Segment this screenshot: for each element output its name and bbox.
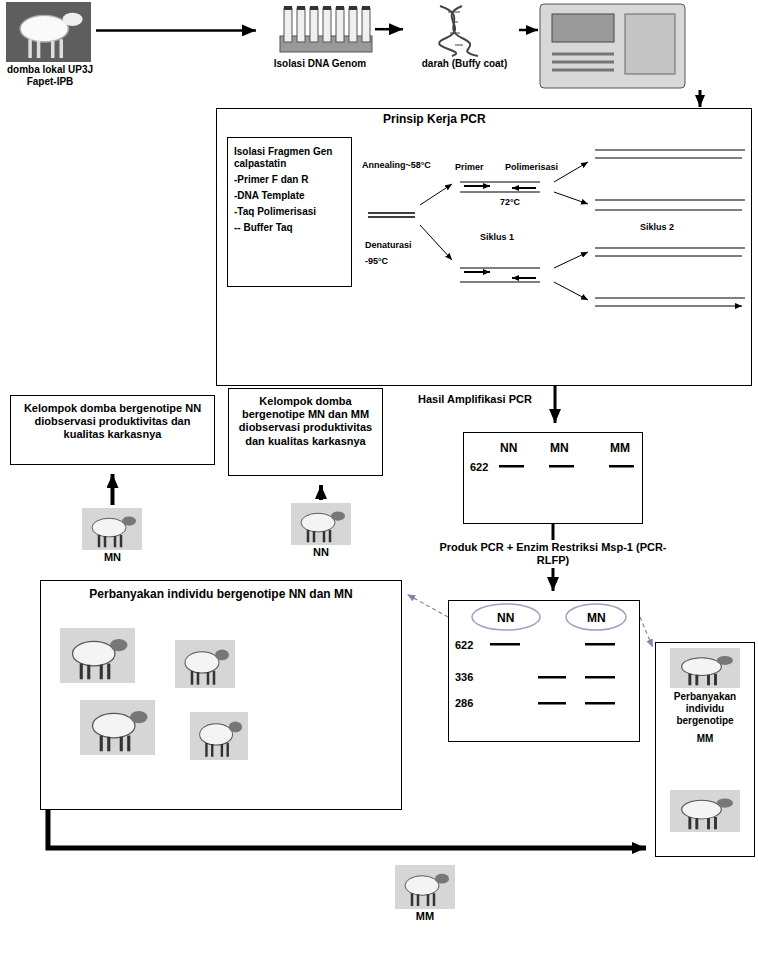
box-text: Kelompok domba bergenotipe MN dan MM dio… bbox=[237, 395, 374, 448]
diagram-label: Denaturasi bbox=[365, 240, 412, 251]
gel-bands bbox=[490, 465, 634, 705]
image-caption: domba lokal UP3J Fapet-IPB bbox=[4, 64, 96, 88]
box-text: MN bbox=[587, 611, 606, 625]
box-text: MM bbox=[610, 441, 630, 455]
dna-helix bbox=[439, 6, 478, 56]
pcr-cycle-drawing bbox=[368, 150, 745, 306]
box-text: Prinsip Kerja PCR bbox=[383, 112, 747, 126]
diagram-label: 72°C bbox=[500, 197, 520, 208]
flow-arrow bbox=[554, 386, 557, 423]
diagram-label: Siklus 1 bbox=[480, 232, 514, 243]
box-text: Perbanyakan individu bergenotipe NN dan … bbox=[49, 587, 393, 601]
flow-arrow bbox=[519, 29, 538, 32]
image-caption: darah (Buffy coat) bbox=[412, 58, 517, 70]
diagram-label: Primer bbox=[455, 162, 484, 173]
flow-arrow bbox=[375, 28, 403, 31]
dashed-arrow bbox=[407, 594, 448, 617]
image-node: MM bbox=[393, 862, 457, 923]
sheep-photo bbox=[82, 508, 142, 550]
box-text: -- Buffer Taq bbox=[234, 222, 345, 234]
process-box: Isolasi Fragmen Gen calpastatin -Primer F… bbox=[227, 137, 352, 287]
flow-arrow bbox=[96, 29, 256, 32]
flow-arrow bbox=[319, 485, 323, 500]
image-node: domba lokal UP3J Fapet-IPB bbox=[4, 2, 96, 88]
box-text: Perbanyakan individu bergenotipe bbox=[660, 691, 750, 727]
diagram-label: Annealing~58°C bbox=[362, 160, 431, 171]
process-box: NN MN 622 336 286 bbox=[448, 600, 640, 742]
box-text: NN bbox=[500, 441, 517, 455]
box-text: NN bbox=[497, 611, 514, 625]
box-text: -Taq Polimerisasi bbox=[234, 206, 345, 218]
flow-arrow bbox=[111, 474, 115, 505]
sheep-photo bbox=[6, 2, 91, 62]
process-box: Perbanyakan individu bergenotipeMM bbox=[655, 642, 755, 857]
edge-label: Produk PCR + Enzim Restriksi Msp-1 (PCR-… bbox=[433, 540, 673, 568]
box-text: -DNA Template bbox=[234, 190, 345, 202]
flow-arrow bbox=[48, 810, 646, 848]
flow-arrow bbox=[699, 90, 702, 107]
image-caption: MN bbox=[80, 551, 145, 564]
process-box: NN MN MM 622 bbox=[463, 432, 643, 524]
sheep-photo bbox=[80, 700, 155, 755]
box-text: Isolasi Fragmen Gen calpastatin bbox=[234, 146, 345, 170]
box-text: MN bbox=[550, 441, 569, 455]
sheep-photo bbox=[190, 712, 248, 760]
pcr-machine bbox=[540, 4, 685, 88]
sheep-photo bbox=[291, 503, 351, 545]
image-node: NN bbox=[290, 500, 352, 559]
diagram-label: -95°C bbox=[365, 256, 388, 267]
process-box: Perbanyakan individu bergenotipe NN dan … bbox=[40, 580, 402, 810]
image-node: MN bbox=[80, 505, 145, 564]
box-text: 622 bbox=[455, 639, 473, 652]
image-caption: NN bbox=[290, 546, 352, 559]
dashed-arrow bbox=[640, 617, 653, 647]
box-text: 336 bbox=[455, 671, 473, 684]
diagram-label: Siklus 2 bbox=[640, 222, 674, 233]
sheep-photo bbox=[60, 628, 135, 683]
box-text: -Primer F dan R bbox=[234, 174, 345, 186]
image-caption: MM bbox=[393, 910, 457, 923]
sheep-photo bbox=[175, 640, 235, 688]
process-box: Prinsip Kerja PCR Isolasi Fragmen Gen cal… bbox=[216, 108, 752, 386]
process-box: Kelompok domba bergenotipe NN diobservas… bbox=[10, 395, 215, 465]
tube-rack bbox=[280, 8, 372, 52]
diagram-label: Polimerisasi bbox=[505, 162, 558, 173]
image-caption: Isolasi DNA Genom bbox=[265, 58, 375, 70]
box-text: 286 bbox=[455, 697, 473, 710]
box-text: Kelompok domba bergenotipe NN diobservas… bbox=[21, 402, 204, 442]
image-node: Isolasi DNA Genom bbox=[265, 2, 375, 70]
sheep-photo bbox=[395, 865, 455, 909]
genotype-ellipse bbox=[472, 604, 626, 630]
box-text: MM bbox=[660, 733, 750, 745]
process-box: Kelompok domba bergenotipe MN dan MM dio… bbox=[228, 388, 383, 476]
box-text: 622 bbox=[470, 461, 488, 474]
sheep-photo bbox=[670, 790, 740, 832]
image-node: darah (Buffy coat) bbox=[412, 2, 517, 70]
edge-label: Hasil Amplifikasi PCR bbox=[418, 393, 532, 406]
sheep-photo bbox=[670, 648, 740, 688]
